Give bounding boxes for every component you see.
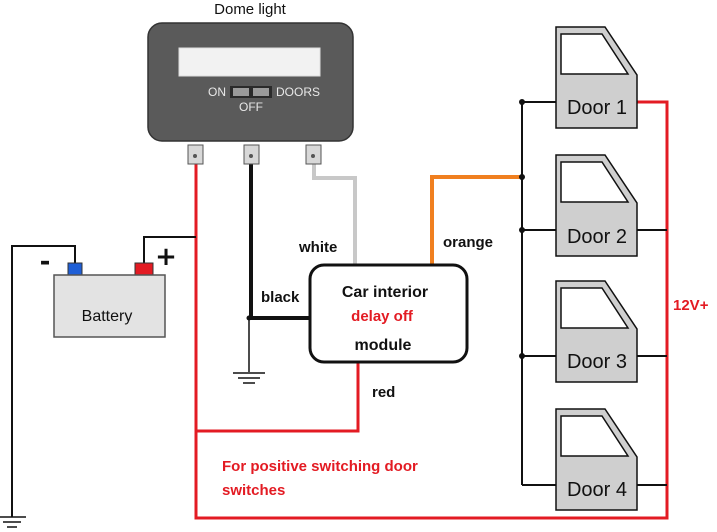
door-2: Door 2 [555,154,638,257]
switch-knob-left [233,88,249,96]
battery-positive-wire [143,236,196,266]
note-line-1: For positive switching door [222,458,418,475]
battery-label: Battery [82,308,133,325]
switch-on-label: ON [208,85,226,99]
module-title: Car interior [342,284,428,301]
terminal-hole [249,154,253,158]
white-wire [312,163,357,267]
orange-wire [430,175,523,267]
switch-off-label: OFF [239,100,263,114]
door-window [560,287,630,329]
supply-label: 12V+ [673,297,709,314]
door-window [560,33,630,75]
dome-light-body [147,22,354,142]
ground-symbol-battery [0,516,26,528]
switch-knob-right [253,88,269,96]
door-label: Door 3 [567,351,627,373]
junction-dot [519,99,525,105]
door-label: Door 1 [567,97,627,119]
door-window [560,161,630,203]
battery-positive-terminal [134,262,154,276]
red-wire-main [194,100,669,520]
junction-dot [519,227,525,233]
battery-negative-wire [11,245,76,517]
door-3: Door 3 [555,280,638,383]
dome-light: Dome light ON DOORS OFF [147,1,354,165]
terminal-hole [311,154,315,158]
module-delay-label: delay off [351,308,414,325]
orange-wire-label: orange [443,234,493,251]
door-label: Door 2 [567,226,627,248]
door-4: Door 4 [555,408,638,511]
dome-light-title: Dome light [214,1,287,18]
red-wire-module [196,362,360,433]
ground-symbol-black [233,372,265,384]
junction-dot [519,174,525,180]
junction-dot [519,353,525,359]
black-wire-label: black [261,289,300,306]
switch-doors-label: DOORS [276,85,320,99]
delay-module: Car interior delay off module [308,263,469,364]
note-line-2: switches [222,482,285,499]
terminal-hole [193,154,197,158]
battery: Battery - + [40,242,177,338]
battery-minus-sign: - [40,247,51,277]
dome-light-lens [178,47,321,77]
module-box [308,263,469,364]
battery-plus-sign: + [155,242,177,272]
junction-dots [246,99,525,359]
module-subtitle: module [355,337,412,354]
junction-dot [246,315,252,321]
white-wire-label: white [298,239,337,256]
door-1: Door 1 [555,26,638,129]
battery-body [53,274,166,338]
red-wire-label: red [372,384,395,401]
battery-negative-terminal [67,262,83,276]
door-window [560,415,630,457]
door-label: Door 4 [567,479,627,501]
